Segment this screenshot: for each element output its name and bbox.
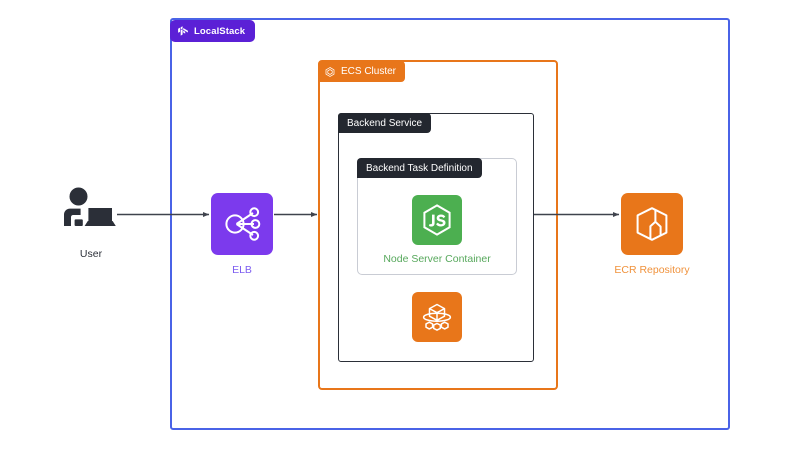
ecr-repository-cube-icon bbox=[636, 207, 668, 241]
node-ecr-repository-label: ECR Repository bbox=[614, 264, 690, 276]
backend-service-badge: Backend Service bbox=[338, 113, 432, 133]
ecs-cluster-icon bbox=[325, 66, 335, 77]
ecs-task-cube-icon bbox=[422, 303, 452, 331]
node-node-server-container-label: Node Server Container bbox=[383, 253, 491, 265]
node-user-label: User bbox=[79, 248, 103, 260]
node-elb: ELB bbox=[211, 193, 273, 276]
ecr-repository-cube-icon-tile bbox=[621, 193, 683, 255]
localstack-badge-label: LocalStack bbox=[194, 25, 246, 37]
backend-service-badge-label: Backend Service bbox=[347, 117, 423, 129]
nodejs-icon bbox=[423, 204, 451, 236]
backend-task-definition-badge: Backend Task Definition bbox=[357, 158, 482, 178]
node-user: User bbox=[46, 186, 136, 260]
ecs-cluster-badge-label: ECS Cluster bbox=[341, 66, 397, 77]
localstack-logo-icon bbox=[178, 26, 188, 36]
node-node-server-container: Node Server Container bbox=[383, 195, 491, 265]
backend-service-boundary bbox=[338, 113, 534, 362]
node-elb-label: ELB bbox=[232, 264, 252, 276]
elastic-load-balancer-icon bbox=[225, 207, 261, 241]
localstack-badge: LocalStack bbox=[170, 20, 256, 42]
node-ecr-repository: ECR Repository bbox=[614, 193, 690, 276]
nodejs-icon-tile bbox=[412, 195, 462, 245]
ecs-task-cube-icon-tile bbox=[412, 292, 462, 342]
ecs-cluster-boundary bbox=[318, 60, 558, 390]
localstack-boundary bbox=[170, 18, 730, 430]
user-at-laptop-icon bbox=[60, 186, 122, 236]
backend-task-definition-badge-label: Backend Task Definition bbox=[366, 162, 473, 174]
elastic-load-balancer-icon-tile bbox=[211, 193, 273, 255]
node-ecs-task bbox=[412, 292, 462, 351]
ecs-cluster-badge: ECS Cluster bbox=[318, 61, 406, 82]
